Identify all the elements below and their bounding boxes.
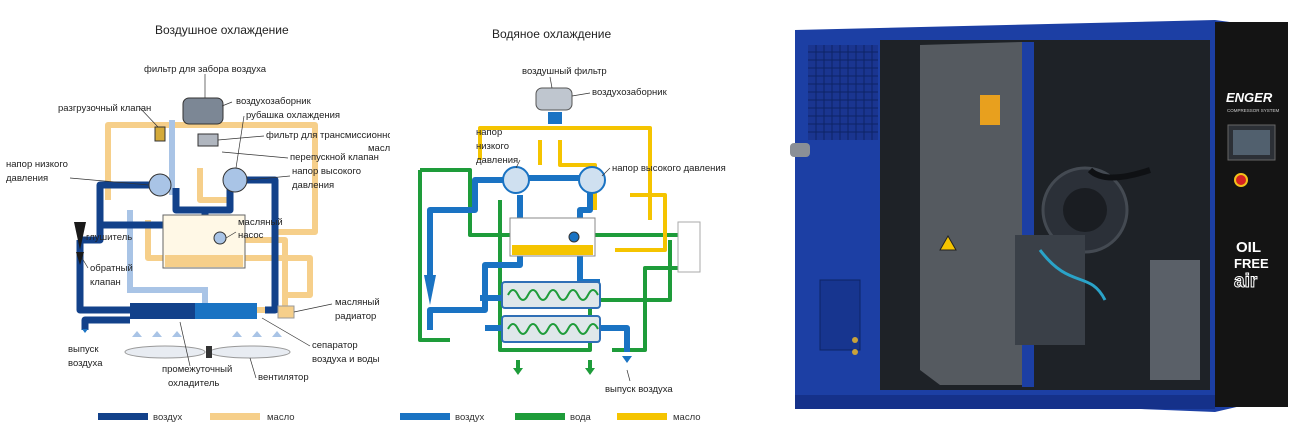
cable [1087,167,1151,181]
label-cooling-jacket: рубашка охлаждения [246,110,340,121]
label-air-intake: воздухозаборник [236,96,312,107]
label-oil-radiator-1: масляный [335,297,380,308]
low-pressure-stage-icon [148,173,172,197]
label-bypass-valve: перепускной клапан [290,152,379,163]
control-column [1215,22,1288,407]
legend-label-oil: масло [267,412,295,423]
oil-pump-icon [213,231,227,245]
label-transmission-oil-filter-2: масла [368,143,390,154]
silencer-icon [424,275,436,305]
oil-lines [105,122,318,313]
air-outlet-arrow [82,329,88,333]
air-lines [427,175,630,352]
oil-radiator-block [277,305,295,319]
pipe-stub [790,143,810,157]
fan-blade [209,345,291,359]
water-cooling-title: Водяное охлаждение [492,27,611,41]
fan-airflow-arrows [132,331,282,337]
label-intercooler-2: охладитель [168,378,219,389]
label-air-filter: воздушный фильтр [522,66,607,77]
air-filter-icon [535,87,573,111]
air-light-line [127,120,208,310]
emergency-stop-button [1234,173,1248,187]
inner-door-panel [920,42,1022,385]
label-transmission-oil-filter: фильтр для трансмиссионного [266,130,390,141]
high-pressure-stage-icon [222,167,248,193]
label-separator-2: воздуха и воды [312,354,380,365]
label-oil-radiator-2: радиатор [335,311,376,322]
label-separator-1: сепаратор [312,340,358,351]
label-intake-filter: фильтр для забора воздуха [144,64,267,75]
compressor-airend [1015,235,1085,345]
water-outlet-arrow [585,368,595,375]
intercooler-block [501,281,601,309]
leader-lines [69,74,333,379]
brand-logo: ENGER [1226,90,1273,105]
brand-subtitle: COMPRESSOR SYSTEM [1227,108,1280,113]
water-cooling-diagram: Водяное охлаждение [390,0,735,448]
label-low-pressure-1: напор низкого [6,159,68,170]
legend-label-oil: масло [673,412,701,423]
label-fan: вентилятор [258,372,309,383]
label-check-valve-2: клапан [90,277,121,288]
legend-swatch-oil [617,413,667,420]
hose [1038,249,1107,301]
legend-swatch-water [515,413,565,420]
leader-lines [515,76,631,382]
label-intercooler-1: промежуточный [162,364,232,375]
label-high-pressure-2: давления [292,180,334,191]
label-high-pressure: напор высокого давления [612,163,726,174]
air-outlet-arrow [622,356,632,363]
high-pressure-stage-icon [578,166,606,194]
unloading-valve-icon [154,126,166,142]
water-outlet-arrow [513,368,523,375]
label-low-pressure-2: низкого [476,141,509,152]
legend-swatch-air [98,413,148,420]
label-oil-pump-1: масляный [238,217,283,228]
label-unloading-valve: разгрузочный клапан [58,103,151,114]
legend-swatch-oil [210,413,260,420]
legend-swatch-air [400,413,450,420]
oil-cooler-block [677,221,701,273]
warning-labels [980,95,1000,125]
air-cooling-title: Воздушное охлаждение [155,23,289,37]
intercooler-block [130,303,195,319]
legend-label-water: вода [570,412,592,423]
aftercooler-block [501,315,601,343]
label-check-valve-1: обратный [90,263,133,274]
compressor-photo: ENGER COMPRESSOR SYSTEM OIL FREE air [760,0,1300,448]
label-oil-pump-2: насос [238,230,264,241]
fan-blade [124,345,206,359]
badge-free: FREE [1234,256,1269,271]
warning-icon [939,234,957,251]
label-air-intake: воздухозаборник [592,87,668,98]
aftercooler-block [195,303,257,319]
water-legend: воздух вода масло [400,412,701,423]
oil-pump-icon [568,231,580,243]
label-low-pressure-3: давления [476,155,518,166]
low-pressure-stage-icon [502,166,530,194]
air-filter-icon [182,97,224,125]
fan-hub [206,346,212,358]
label-low-pressure-1: напор [476,127,502,138]
label-low-pressure-2: давления [6,173,48,184]
label-silencer: глушитель [86,232,132,243]
label-air-outlet-2: воздуха [68,358,103,369]
legend-label-air: воздух [455,412,485,423]
air-cooling-diagram: Воздушное охлаждение фил [0,0,390,448]
label-air-outlet-1: выпуск [68,344,99,355]
legend-label-air: воздух [153,412,183,423]
cabinet-plinth [795,395,1215,409]
label-high-pressure-1: напор высокого [292,166,361,177]
label-air-outlet: выпуск воздуха [605,384,673,395]
air-legend: воздух масло [98,412,295,423]
badge-air: air [1234,271,1258,292]
silencer-icon [74,222,86,250]
side-panel [1150,260,1200,380]
check-valve-icon [76,252,84,265]
badge-oil: OIL [1236,239,1261,256]
